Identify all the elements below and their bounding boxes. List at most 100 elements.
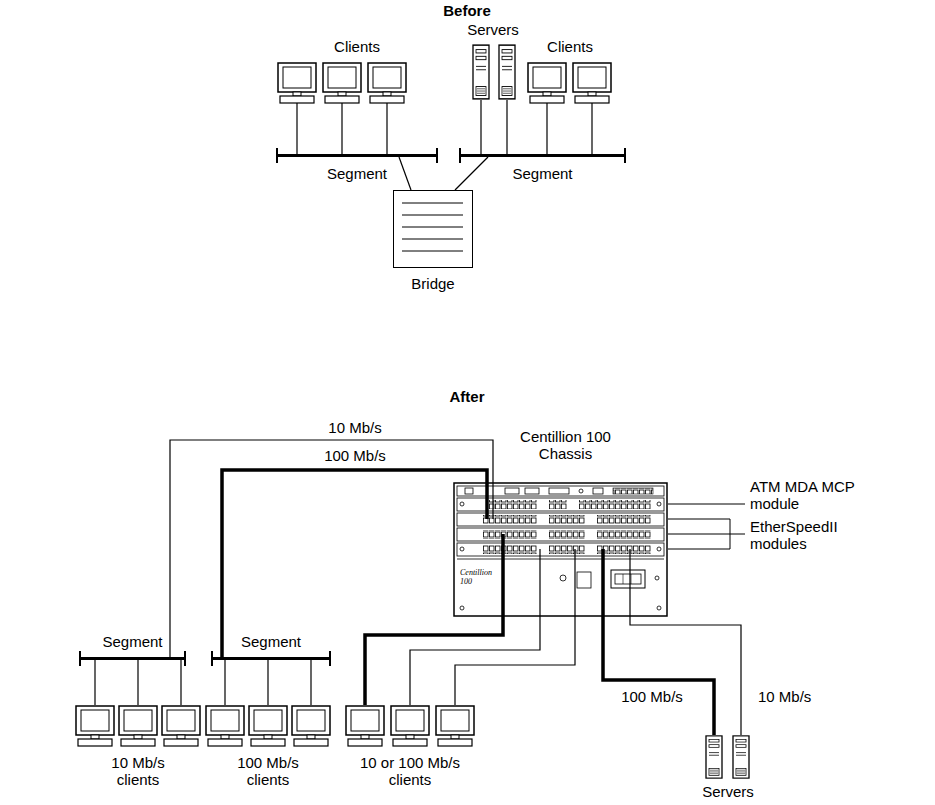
drawing-part: [499, 45, 515, 99]
drawing-part: [457, 513, 664, 526]
text-label: 10 Mb/s clients: [98, 754, 178, 788]
drawing-part: [597, 515, 651, 524]
drawing-part: [483, 545, 537, 554]
text-label: Servers: [702, 783, 754, 800]
connector: [399, 157, 411, 190]
text-label: 100 Mb/s clients: [228, 754, 308, 788]
drawing-part: [593, 488, 603, 494]
drawing-part: [386, 103, 387, 154]
bus-tick: [459, 148, 461, 163]
drawing-part: [473, 45, 489, 99]
drawing-part: [611, 570, 645, 588]
bridge-line: [402, 251, 463, 252]
drawing-part: [668, 519, 730, 520]
node-label: Segment: [241, 633, 301, 650]
drawing-part: [249, 706, 287, 746]
chassis-logo: Centillion 100: [460, 568, 496, 586]
drawing-part: [457, 486, 664, 496]
text-label: 10 Mb/s: [758, 688, 811, 705]
drawing-part: [368, 63, 406, 103]
drawing-part: [296, 103, 297, 154]
segment-bus: Segment: [460, 154, 625, 157]
edge-label: 100 Mb/s: [322, 447, 388, 464]
drawing-part: [730, 519, 731, 549]
bus-tick: [329, 651, 331, 666]
drawing-part: [224, 660, 225, 705]
drawing-part: [657, 502, 661, 506]
drawing-part: [630, 549, 741, 735]
drawing-part: [549, 500, 567, 509]
drawing-part: [460, 606, 464, 610]
drawing-part: [436, 706, 474, 746]
leader-lines: [668, 504, 745, 549]
text-label: 100 Mb/s: [621, 688, 683, 705]
edge-label: 10 Mb/s: [326, 419, 383, 436]
drawing-part: [549, 545, 585, 554]
drawing-part: [706, 736, 722, 778]
drawing-part: [485, 482, 489, 519]
text-label: Servers: [467, 21, 519, 38]
node-label: Bridge: [411, 275, 454, 292]
drawing-part: [655, 576, 659, 580]
drawing-part: [573, 63, 611, 103]
drawing-part: [480, 100, 481, 154]
bus-tick: [276, 148, 278, 163]
drawing-part: [457, 528, 664, 541]
drawing-part: [525, 488, 539, 494]
drop-lines: [95, 100, 592, 705]
drawing-part: [346, 706, 384, 746]
drawing-part: [615, 574, 641, 584]
text-label: Clients: [334, 38, 380, 55]
drawing-part: [506, 100, 507, 154]
drawing-part: [206, 706, 244, 746]
chassis-wires: [365, 482, 741, 735]
connector: [170, 440, 493, 657]
bridge-lines: [394, 191, 471, 266]
drawing-part: [623, 574, 624, 584]
drawing-part: [668, 504, 745, 505]
segment-bus: Segment: [277, 154, 437, 157]
drawing-part: [454, 483, 667, 616]
drawing-part: [579, 489, 583, 493]
drawing-part: [603, 549, 714, 735]
bus-tick: [624, 148, 626, 163]
drawing-part: [505, 488, 519, 494]
text-label: ATM MDA MCP module: [750, 478, 870, 512]
drawing-part: [668, 549, 730, 550]
drawing-part: [180, 660, 181, 705]
drawing-part: [365, 534, 503, 705]
bus-tick: [211, 651, 213, 666]
drawing-part: [549, 488, 569, 494]
bus-tick: [436, 148, 438, 163]
chassis-box: Centillion 100 ChassisCentillion 100: [453, 482, 668, 617]
drawing-part: [391, 706, 429, 746]
drawing-part: [631, 574, 632, 584]
drawing-part: [733, 736, 749, 778]
drawing-part: [549, 515, 585, 524]
text-label: 10 or 100 Mb/s clients: [351, 754, 469, 788]
bus-tick: [184, 651, 186, 666]
drawing-part: [597, 530, 651, 539]
bridge-line: [402, 215, 463, 216]
bridge-box: Bridge: [393, 190, 473, 268]
text-label: Clients: [547, 38, 593, 55]
drawing-part: [657, 606, 661, 610]
drawing-part: [323, 63, 361, 103]
drawing-part: [137, 660, 138, 705]
drawing-part: [278, 63, 316, 103]
drawing-part: [483, 530, 537, 539]
connector: [222, 470, 487, 657]
drawing-part: [457, 559, 664, 560]
node-label: Segment: [327, 165, 387, 182]
drawing-part: [483, 515, 537, 524]
drawing-part: [668, 534, 745, 535]
drawing-part: [489, 500, 537, 509]
drawing-part: [528, 63, 566, 103]
drawing-part: [76, 706, 114, 746]
bridge-line: [402, 227, 463, 228]
segment-bus: Segment: [80, 657, 185, 660]
node-label: Segment: [102, 633, 162, 650]
drawing-part: [162, 706, 200, 746]
bus-tick: [79, 651, 81, 666]
